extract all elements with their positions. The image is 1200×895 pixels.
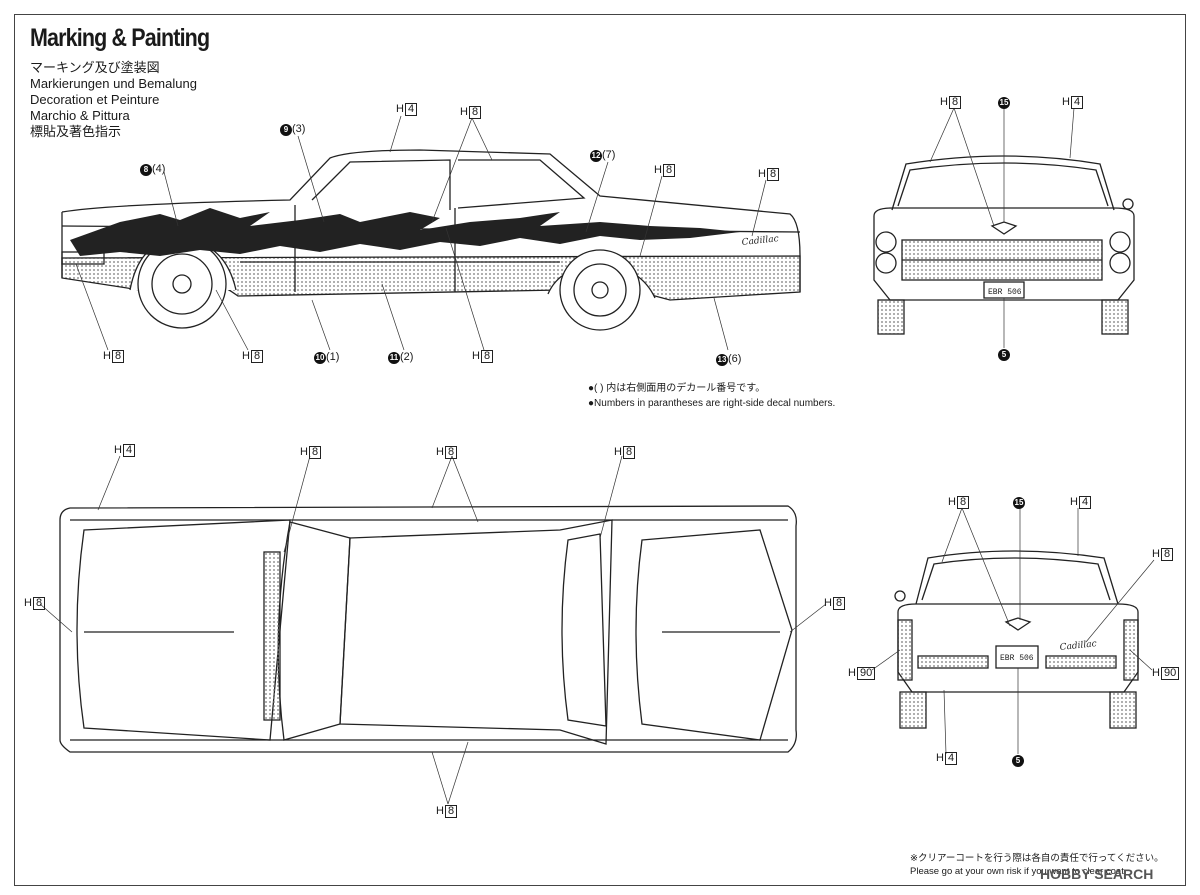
decal-label: 11(2) [388,351,414,364]
side-script-emblem: Cadillac [741,234,779,248]
decal-note-ja: ●( ) 内は右側面用のデカール番号です。 [588,383,766,394]
top-cowl-vent [263,551,281,721]
decal-label: 9(3) [280,123,305,136]
sheet-border [14,14,1186,886]
subtitle-fr: Decoration et Peinture [30,92,160,107]
rear-view: EBR 506 Cadillac [894,550,1139,729]
side-window-front [311,159,451,210]
decal-label: 8(4) [140,163,165,176]
decal-label: 5 [998,348,1010,361]
front-roof [891,155,1115,211]
front-tire-left [877,299,905,335]
clear-coat-note-en: Please go at your own risk if you want t… [910,866,1127,877]
rear-script-emblem: Cadillac [1059,639,1097,653]
front-view: EBR 506 [873,155,1135,335]
subtitle-ja: マーキング及び塗装図 [30,60,160,75]
decal-note: ●( ) 内は右側面用のデカール番号です。 ●Numbers in parant… [588,381,835,411]
decal-note-en: ●Numbers in parantheses are right-side d… [588,398,836,409]
rear-taillight-right [1045,655,1117,669]
side-flame-graphic [70,208,740,256]
rear-tire-left [899,691,927,729]
top-body-outline [59,505,797,753]
front-emblem [990,221,1018,235]
front-mirror [1122,198,1134,210]
decal-label: 15 [998,96,1010,109]
page-title: Marking & Painting [30,24,210,52]
decal-label: 13(6) [716,353,742,366]
side-window-rear [457,159,586,209]
decal-label: 15 [1013,496,1025,509]
top-rear-window [561,533,607,727]
side-view: Cadillac [61,149,801,331]
subtitle-it: Marchio & Pittura [30,108,130,123]
watermark-logo: HOBBY SEARCH [1040,866,1154,882]
rear-plate [995,645,1039,669]
rear-taillight-left [917,655,989,669]
leader-lines [39,107,1155,805]
rear-fin-right [1123,619,1139,681]
front-headlight-left-bottom [875,252,897,274]
side-body-outline [61,149,801,292]
decal-label: 12(7) [590,149,616,162]
subtitle-zh: 標貼及著色指示 [30,124,122,139]
subtitle-list: マーキング及び塗装図 Markierungen und Bemalung Dec… [30,60,197,140]
subtitle-de: Markierungen und Bemalung [30,76,197,91]
rear-mirror [894,590,906,602]
front-headlight-right-top [1109,231,1131,253]
rear-tire-right [1109,691,1137,729]
decal-label: 5 [1012,754,1024,767]
svg-text:EBR 506: EBR 506 [988,288,1022,297]
front-tire-right [1101,299,1129,335]
rear-fin-left [897,619,913,681]
rear-roof [915,550,1119,605]
side-rear-wheel [559,249,641,331]
top-roof [339,519,613,745]
front-body [873,207,1135,301]
front-headlight-right-bottom [1109,252,1131,274]
top-trunk [635,529,793,741]
svg-text:EBR 506: EBR 506 [1000,654,1034,663]
front-headlight-left-top [875,231,897,253]
rear-emblem [1004,617,1032,631]
clear-coat-note: ※クリアーコートを行う際は各自の責任で行ってください。 Please go at… [910,852,1164,878]
top-view [59,505,797,753]
top-windshield [277,521,351,741]
clear-coat-note-ja: ※クリアーコートを行う際は各自の責任で行ってください。 [910,853,1164,864]
top-hood [76,519,291,741]
decal-label: 10(1) [314,351,340,364]
